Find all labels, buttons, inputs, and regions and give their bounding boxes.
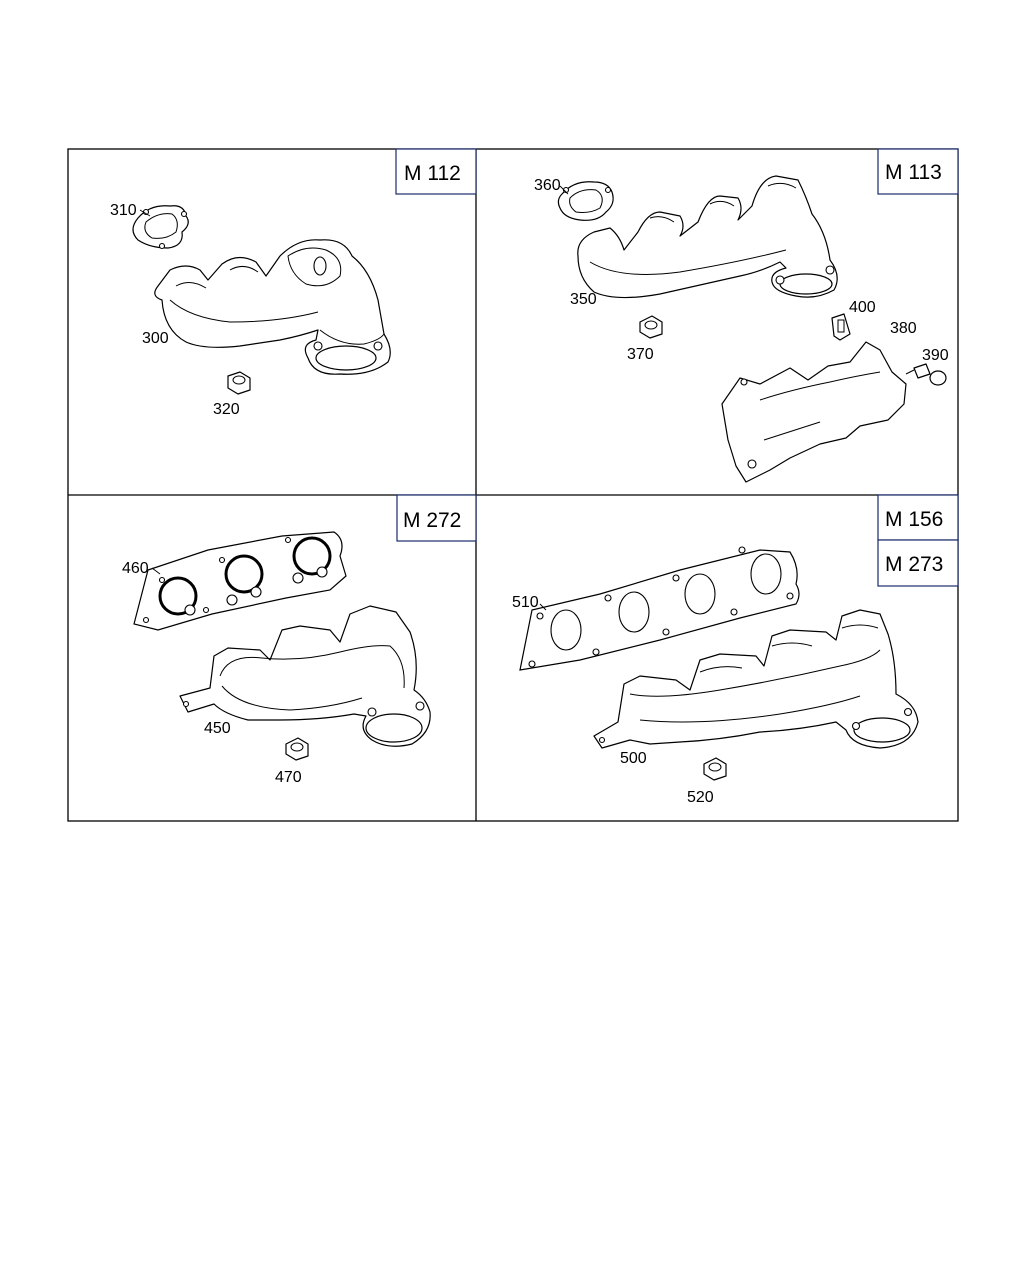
diagram-frame bbox=[67, 148, 959, 822]
gasket-360 bbox=[557, 181, 614, 221]
nut-470 bbox=[285, 737, 309, 761]
callout-320: 320 bbox=[213, 401, 240, 418]
heat-shield-380 bbox=[721, 341, 907, 483]
clip-400 bbox=[831, 313, 851, 341]
panel-m113: M 113 bbox=[534, 148, 959, 483]
callout-400: 400 bbox=[849, 299, 876, 316]
engine-tag-m112: M 112 bbox=[395, 148, 477, 195]
callout-380: 380 bbox=[890, 320, 917, 337]
svg-text:M 112: M 112 bbox=[404, 162, 461, 185]
svg-text:M 272: M 272 bbox=[403, 509, 461, 532]
callout-450: 450 bbox=[204, 720, 231, 737]
callout-510: 510 bbox=[512, 594, 539, 611]
manifold-300 bbox=[154, 239, 391, 375]
callout-300: 300 bbox=[142, 330, 169, 347]
nut-520 bbox=[703, 757, 727, 781]
callout-370: 370 bbox=[627, 346, 654, 363]
callout-470: 470 bbox=[275, 769, 302, 786]
panel-m112: M 112 310 bbox=[110, 148, 477, 418]
gasket-460 bbox=[133, 531, 347, 631]
engine-tag-m273: M 273 bbox=[877, 539, 959, 587]
svg-text:M 156: M 156 bbox=[885, 508, 943, 531]
callout-460: 460 bbox=[122, 560, 149, 577]
callout-520: 520 bbox=[687, 789, 714, 806]
engine-tag-m272: M 272 bbox=[396, 494, 477, 542]
engine-tag-m113: M 113 bbox=[877, 148, 959, 195]
nut-370 bbox=[639, 315, 663, 339]
callout-500: 500 bbox=[620, 750, 647, 767]
panel-m272: M 272 bbox=[122, 494, 477, 786]
callout-360: 360 bbox=[534, 177, 561, 194]
callout-310: 310 bbox=[110, 202, 137, 219]
engine-tag-m156: M 156 bbox=[877, 494, 959, 541]
gasket-310 bbox=[132, 205, 189, 250]
manifold-450 bbox=[179, 605, 431, 747]
nut-320 bbox=[227, 371, 251, 395]
svg-text:M 273: M 273 bbox=[885, 553, 943, 576]
bolt-390 bbox=[905, 363, 947, 386]
manifold-350 bbox=[577, 175, 838, 299]
panel-m156-m273: M 156 M 273 bbox=[512, 494, 959, 806]
callout-390: 390 bbox=[922, 347, 949, 364]
callout-350: 350 bbox=[570, 291, 597, 308]
gasket-510 bbox=[519, 546, 800, 671]
manifold-500 bbox=[593, 609, 919, 749]
svg-text:M 113: M 113 bbox=[885, 161, 942, 184]
